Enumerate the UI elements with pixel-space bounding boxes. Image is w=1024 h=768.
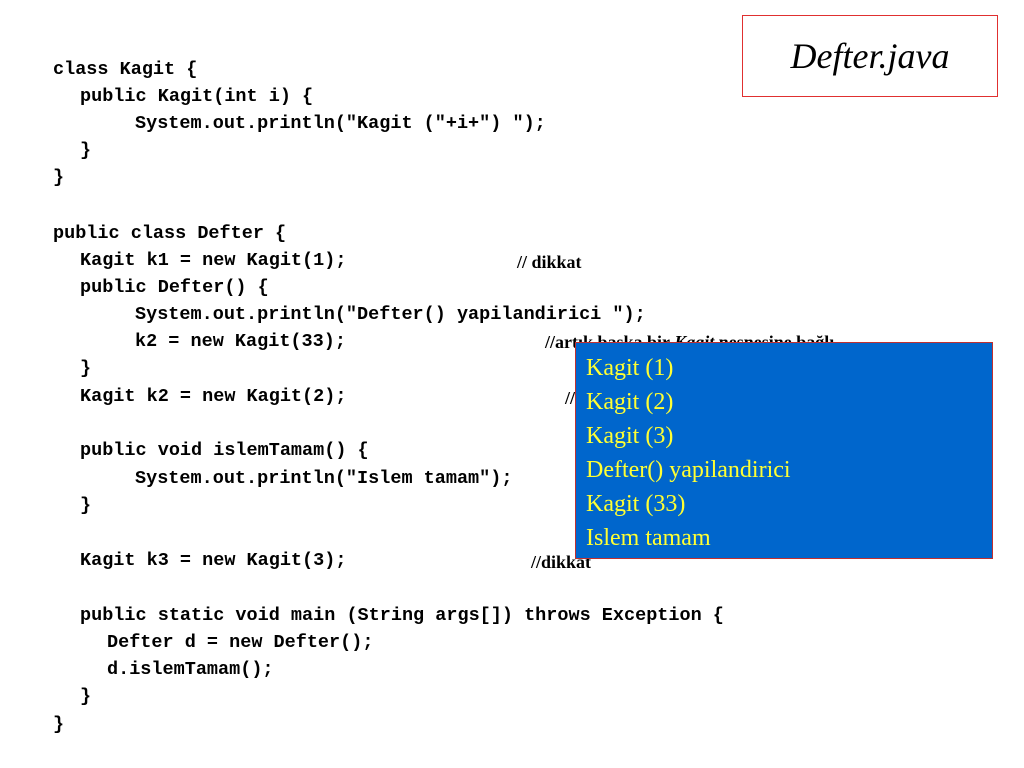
- code-line: Kagit k1 = new Kagit(1);: [80, 250, 347, 271]
- code-line: public void islemTamam() {: [80, 440, 369, 461]
- code-line: public Defter() {: [80, 277, 269, 298]
- output-line: Kagit (33): [586, 491, 686, 517]
- code-line: }: [80, 686, 92, 707]
- code-line: public static void main (String args[]) …: [80, 605, 724, 626]
- code-line: }: [80, 495, 92, 516]
- code-line: d.islemTamam();: [107, 659, 274, 680]
- code-line: Defter d = new Defter();: [107, 632, 374, 653]
- code-line: System.out.println("Defter() yapilandiri…: [135, 304, 646, 325]
- slide-title: Defter.java: [790, 36, 950, 76]
- output-line: Kagit (3): [586, 423, 674, 449]
- code-line: class Kagit {: [53, 59, 198, 80]
- title-box: Defter.java: [742, 15, 998, 97]
- output-line: Kagit (2): [586, 389, 674, 415]
- code-line: System.out.println("Islem tamam");: [135, 468, 513, 489]
- comment-k2-decl: //: [565, 388, 576, 408]
- code-line: }: [80, 358, 92, 379]
- output-line: Defter() yapilandirici: [586, 457, 791, 483]
- code-line: public class Defter {: [53, 223, 287, 244]
- output-line: Kagit (1): [586, 355, 674, 381]
- code-line: }: [80, 140, 92, 161]
- code-line: public Kagit(int i) {: [80, 86, 314, 107]
- code-line: Kagit k2 = new Kagit(2);: [80, 386, 347, 407]
- output-box: Kagit (1) Kagit (2) Kagit (3) Defter() y…: [575, 342, 993, 559]
- code-line: System.out.println("Kagit ("+i+") ");: [135, 113, 546, 134]
- comment-k1: // dikkat: [517, 252, 582, 272]
- code-line: }: [53, 167, 65, 188]
- code-line: }: [53, 714, 65, 735]
- code-line: k2 = new Kagit(33);: [135, 331, 346, 352]
- code-line: Kagit k3 = new Kagit(3);: [80, 550, 347, 571]
- output-line: Islem tamam: [586, 525, 711, 551]
